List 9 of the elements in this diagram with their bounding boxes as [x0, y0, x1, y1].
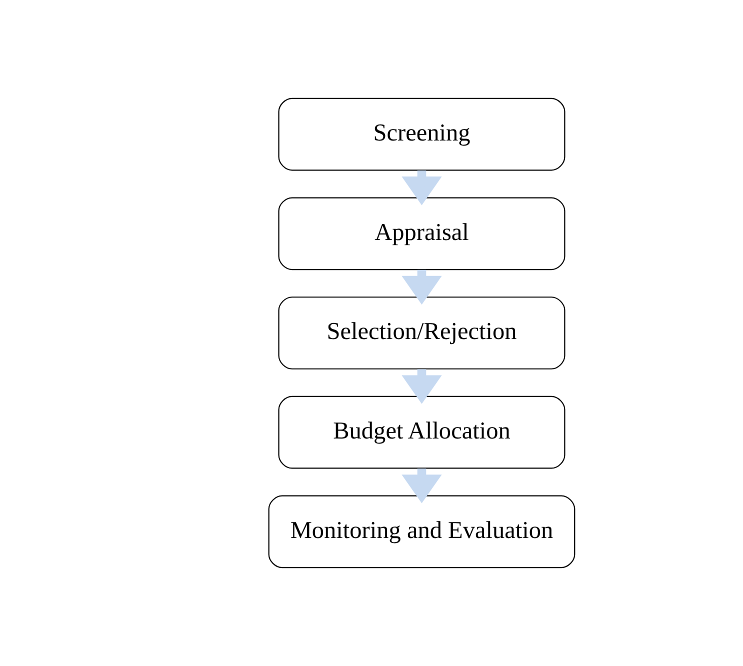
node-box: Appraisal: [278, 197, 566, 270]
arrow: [402, 170, 442, 206]
node-box: Budget Allocation: [278, 396, 566, 469]
arrow: [402, 468, 442, 504]
arrow: [402, 369, 442, 404]
node-box: Selection/Rejection: [278, 296, 566, 370]
node-box: Screening: [278, 98, 566, 171]
arrow: [402, 270, 442, 305]
node-box: Monitoring and Evaluation: [268, 495, 576, 568]
